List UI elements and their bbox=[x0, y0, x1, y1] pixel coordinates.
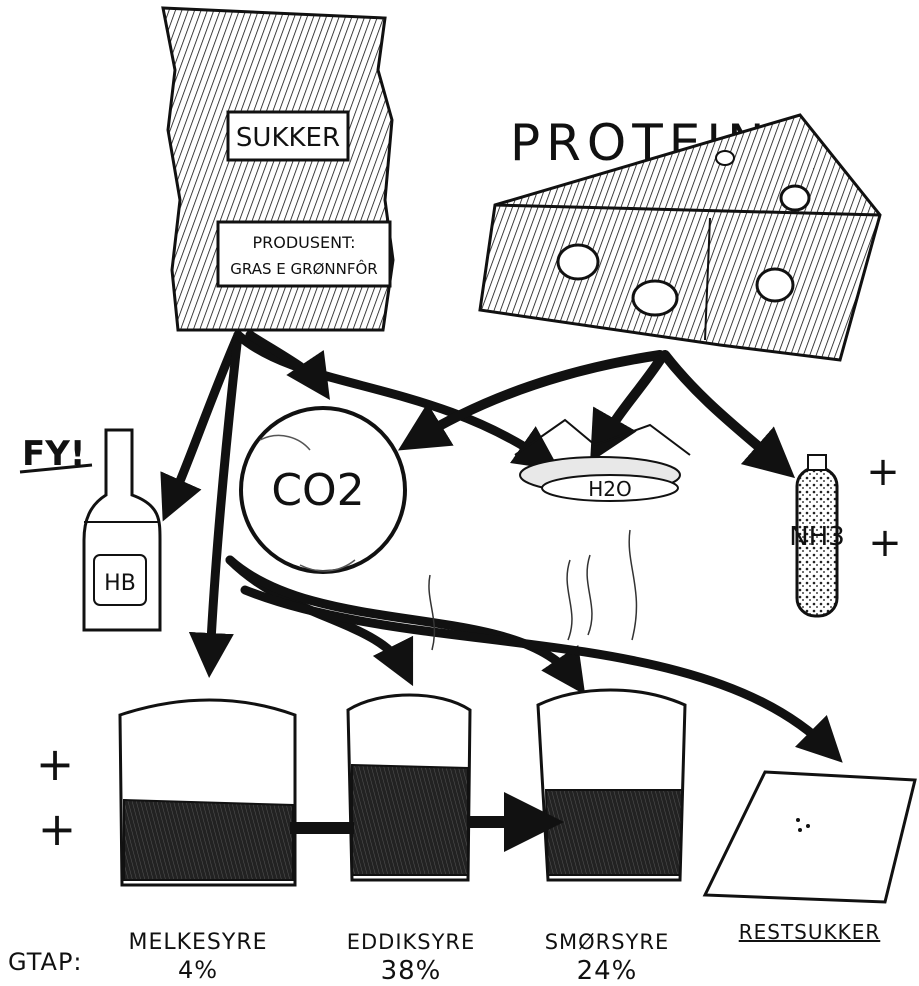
water-label: H2O bbox=[588, 477, 632, 501]
plus-sign: + bbox=[36, 737, 75, 791]
co2-label: CO2 bbox=[271, 465, 364, 516]
product-percent-smorsyre: 24% bbox=[532, 956, 682, 986]
ammonia-label: NH3 bbox=[789, 522, 845, 552]
loss-label: GTAP: bbox=[8, 948, 118, 976]
product-percent-melkesyre: 4% bbox=[118, 956, 278, 984]
bottle-label: HB bbox=[104, 571, 136, 596]
beaker-smorsyre bbox=[538, 690, 685, 880]
co2-balloon: CO2 bbox=[241, 408, 405, 572]
protein-arrows bbox=[415, 355, 780, 465]
beaker-connector bbox=[290, 822, 354, 834]
product-name-eddiksyre: EDDIKSYRE bbox=[336, 930, 486, 954]
producer-label-line1: PRODUSENT: bbox=[252, 233, 355, 252]
residual-sugar-plate bbox=[705, 772, 915, 902]
product-name-smorsyre: SMØRSYRE bbox=[532, 930, 682, 954]
product-percent-eddiksyre: 38% bbox=[336, 956, 486, 986]
bottle-icon: HB bbox=[84, 430, 160, 630]
product-name-melkesyre: MELKESYRE bbox=[118, 930, 278, 955]
beaker-melkesyre bbox=[120, 700, 295, 885]
plus-sign: + bbox=[38, 802, 77, 856]
sugar-bag: SUKKER PRODUSENT: GRAS E GRØNNFÔR bbox=[163, 8, 393, 330]
beaker-eddiksyre bbox=[348, 695, 470, 880]
product-name-restsukker: RESTSUKKER bbox=[722, 920, 897, 944]
ammonia-tube: NH3 bbox=[789, 455, 845, 616]
plus-sign: + bbox=[866, 449, 900, 495]
plus-sign: + bbox=[868, 520, 902, 566]
producer-label-line2: GRAS E GRØNNFÔR bbox=[230, 259, 377, 278]
sugar-label: SUKKER bbox=[236, 123, 340, 153]
